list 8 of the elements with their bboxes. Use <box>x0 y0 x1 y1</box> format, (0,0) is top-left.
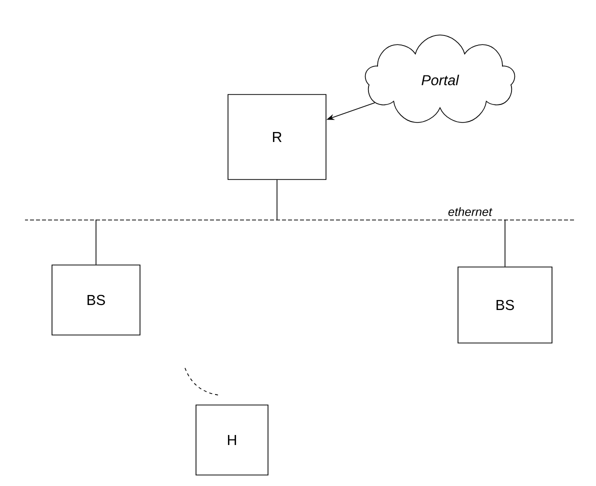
connector <box>276 179 278 220</box>
device-box: BS <box>458 266 552 344</box>
portal-cloud: Portal <box>364 34 516 123</box>
device-box: H <box>196 404 268 476</box>
ethernet-line: ethernet <box>24 207 576 220</box>
device-box: BS <box>52 264 140 336</box>
connector <box>504 219 506 267</box>
device-box: R <box>228 94 326 180</box>
